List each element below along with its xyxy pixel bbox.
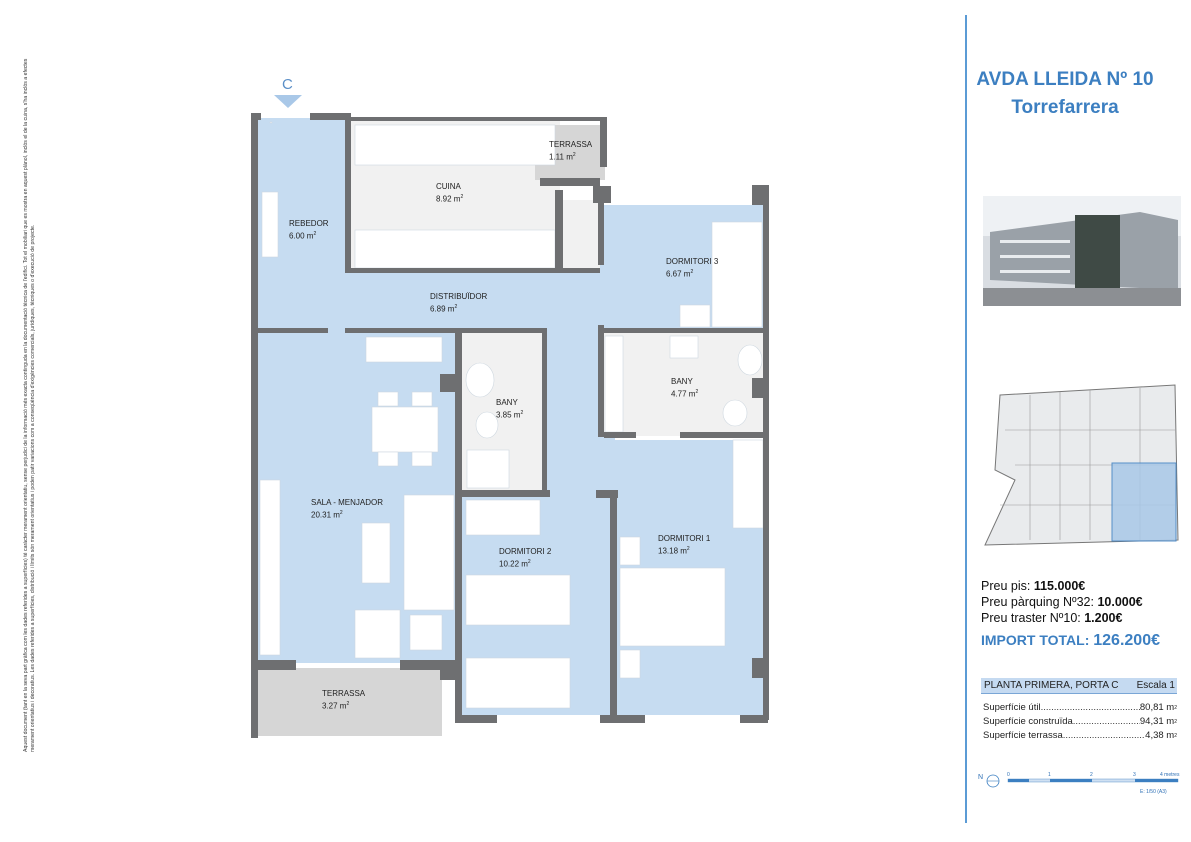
scale-bar — [986, 774, 1179, 788]
title-town: Torrefarrera — [1011, 97, 1119, 118]
entrance-arrow-icon — [274, 95, 302, 108]
price-storage: Preu traster Nº10: 1.200€ — [981, 611, 1123, 625]
scale-note: E: 1/50 (A3) — [1140, 789, 1167, 795]
walls — [251, 113, 769, 738]
scale-tick: 1 — [1048, 772, 1051, 778]
price-flat: Preu pis: 115.000€ — [981, 579, 1086, 593]
surface-row: Superfície terrassa.....................… — [983, 730, 1177, 741]
surface-table-header: PLANTA PRIMERA, PORTA C Escala 1 — [981, 678, 1177, 694]
price-total: IMPORT TOTAL: 126.200€ — [981, 632, 1160, 649]
site-plan — [984, 384, 1179, 546]
scale-tick: 0 — [1007, 772, 1010, 778]
title-address: AVDA LLEIDA Nº 10 — [976, 69, 1154, 90]
entrance-label: C — [282, 76, 293, 93]
price-parking: Preu pàrquing Nº32: 10.000€ — [981, 595, 1143, 609]
building-photo — [983, 196, 1181, 306]
scale-tick: 4 metres — [1160, 772, 1180, 778]
surface-row: Superfície construïda...................… — [983, 716, 1177, 727]
scale-tick: 3 — [1133, 772, 1136, 778]
divider-line — [965, 15, 967, 823]
north-label: N — [978, 774, 984, 781]
furniture — [259, 121, 764, 709]
scale-tick: 2 — [1090, 772, 1093, 778]
surface-row: Superfície útil.........................… — [983, 702, 1177, 713]
